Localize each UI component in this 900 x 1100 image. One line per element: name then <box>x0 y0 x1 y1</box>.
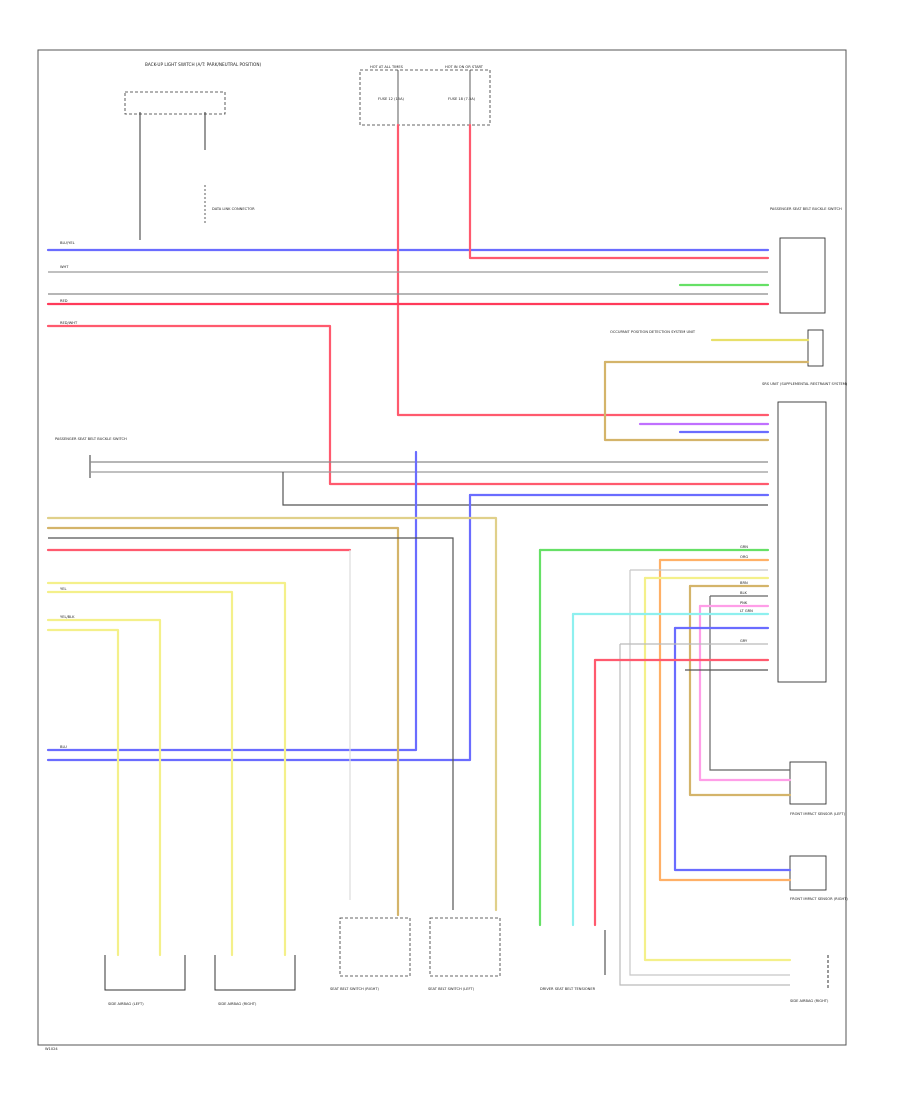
wire-label-red-wht: RED/WHT <box>60 321 78 325</box>
diag-connector-label: DATA LINK CONNECTOR <box>212 207 255 211</box>
backup-light-switch: BACK-UP LIGHT SWITCH (A/T: PARK/NEUTRAL … <box>124 62 261 240</box>
wire-label-blu-yel: BLU/YEL <box>60 241 75 245</box>
passenger-seat-title: PASSENGER SEAT BELT BUCKLE SWITCH <box>55 437 127 441</box>
wire-label-yel-blk: YEL/BLK <box>60 615 75 619</box>
belt-switch-left-title: SEAT BELT SWITCH (LEFT) <box>428 987 475 991</box>
side-airbag-right-bottom-title: SIDE AIRBAG (RIGHT) <box>218 1002 257 1006</box>
front-impact-right-title: FRONT IMPACT SENSOR (RIGHT) <box>790 897 848 901</box>
belt-switch-right-title: SEAT BELT SWITCH (RIGHT) <box>330 987 380 991</box>
side-airbag-left-2: SIDE AIRBAG (RIGHT) <box>214 955 296 1006</box>
wire-label-org: ORG <box>740 555 748 559</box>
belt-switch-left: SEAT BELT SWITCH (LEFT) <box>428 917 501 991</box>
wire-label-blu: BLU <box>60 745 67 749</box>
diag-connector: DATA LINK CONNECTOR <box>204 185 255 225</box>
fuse-box: HOT AT ALL TIMES HOT IN ON OR START FUSE… <box>359 65 491 126</box>
fuse-a-label: FUSE 12 (15A) <box>378 97 405 101</box>
passenger-belt-buckle: PASSENGER SEAT BELT BUCKLE SWITCH <box>770 207 842 314</box>
footer-code: W1024 <box>45 1047 58 1051</box>
wire-label-grn: GRN <box>740 545 748 549</box>
driver-bucket: DRIVER SEAT BELT TENSIONER <box>540 930 606 991</box>
passenger-belt-buckle-title: PASSENGER SEAT BELT BUCKLE SWITCH <box>770 207 842 211</box>
wire-label-yel: YEL <box>60 587 66 591</box>
backup-light-title: BACK-UP LIGHT SWITCH (A/T: PARK/NEUTRAL … <box>145 62 261 67</box>
srs-unit-title: SRS UNIT (SUPPLEMENTAL RESTRAINT SYSTEM) <box>762 382 848 386</box>
passenger-seat-switch: PASSENGER SEAT BELT BUCKLE SWITCH <box>55 437 127 478</box>
wire-label-red: RED <box>60 299 68 303</box>
wire-label-wht: WHT <box>60 265 69 269</box>
wire-label-gry: GRY <box>740 639 748 643</box>
fuse-box-pin-a: HOT AT ALL TIMES <box>370 65 404 69</box>
side-airbag-right-title: SIDE AIRBAG (RIGHT) <box>790 999 829 1003</box>
occupant-sensor: OCCUPANT POSITION DETECTION SYSTEM UNIT <box>610 329 824 367</box>
front-impact-right: FRONT IMPACT SENSOR (RIGHT) <box>789 855 848 901</box>
belt-switch-right: SEAT BELT SWITCH (RIGHT) <box>330 917 411 991</box>
sheet-frame <box>37 49 847 1046</box>
wire-label-ltgrn: LT GRN <box>740 609 753 613</box>
front-impact-left: FRONT IMPACT SENSOR (LEFT) <box>789 761 846 816</box>
srs-unit: SRS UNIT (SUPPLEMENTAL RESTRAINT SYSTEM) <box>762 382 848 683</box>
occupant-sensor-title: OCCUPANT POSITION DETECTION SYSTEM UNIT <box>610 330 696 334</box>
wire-label-brn: BRN <box>740 581 748 585</box>
fuse-box-pin-b: HOT IN ON OR START <box>445 65 484 69</box>
fuse-b-label: FUSE 18 (7.5A) <box>448 97 476 101</box>
front-impact-left-title: FRONT IMPACT SENSOR (LEFT) <box>790 812 846 816</box>
driver-bucket-title: DRIVER SEAT BELT TENSIONER <box>540 987 596 991</box>
side-airbag-right: SIDE AIRBAG (RIGHT) <box>790 955 829 1003</box>
wires <box>46 123 810 986</box>
wire-label-pnk: PNK <box>740 601 748 605</box>
side-airbag-left-1: SIDE AIRBAG (LEFT) <box>104 955 186 1006</box>
side-airbag-left-title: SIDE AIRBAG (LEFT) <box>108 1002 144 1006</box>
wire-label-blk: BLK <box>740 591 747 595</box>
